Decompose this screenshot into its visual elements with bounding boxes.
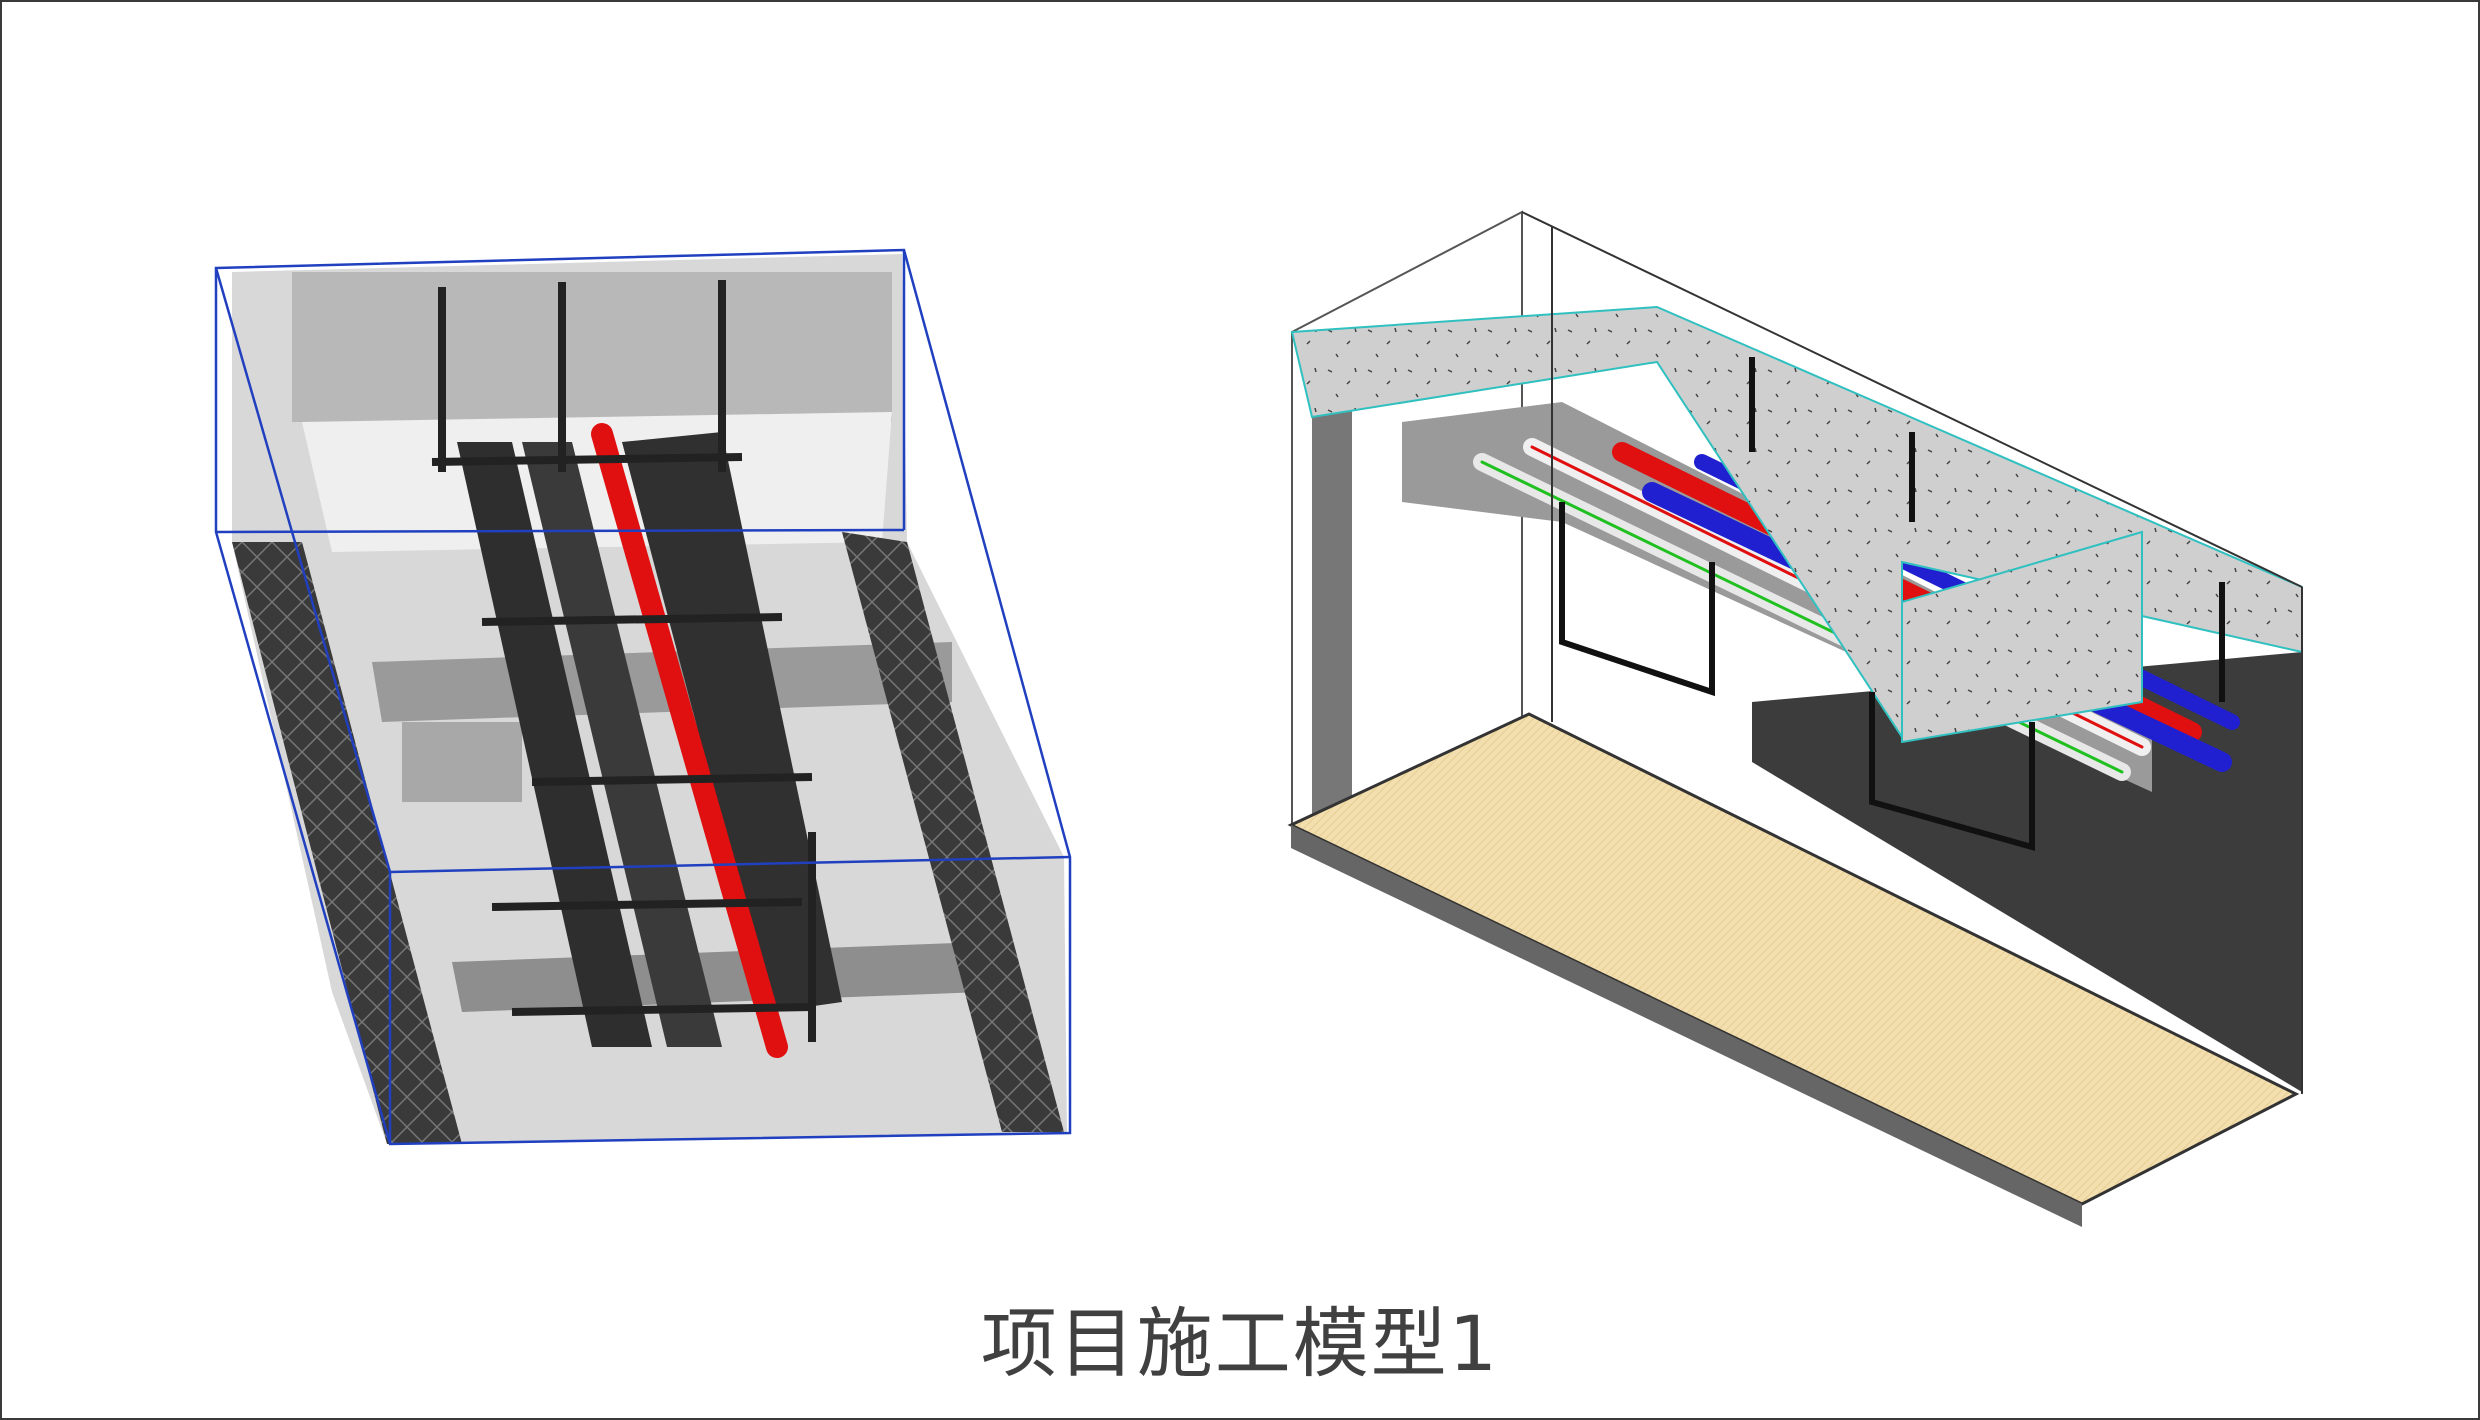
concrete-column [1901,530,2143,744]
cable-tray-2 [522,442,722,1047]
figure-caption: 项目施工模型1 [980,1299,1500,1388]
cable-tray-3 [622,432,842,1012]
right-hatched-beam [842,532,1064,1132]
hangers [1559,357,2225,851]
top-beam [292,272,892,422]
dark-back-wall [1752,652,2302,1092]
section-box [214,248,1072,1146]
concrete-beam [1290,305,2303,741]
hangers [431,280,816,1042]
left-hatched-beam [232,542,462,1144]
red-pipe [591,423,788,1058]
duct-elbow [402,722,522,802]
room-outline [1521,211,2303,1094]
right-model [1287,210,2303,1227]
left-model [214,248,1072,1146]
floor [1287,712,2300,1206]
cable-tray-1 [457,442,652,1047]
